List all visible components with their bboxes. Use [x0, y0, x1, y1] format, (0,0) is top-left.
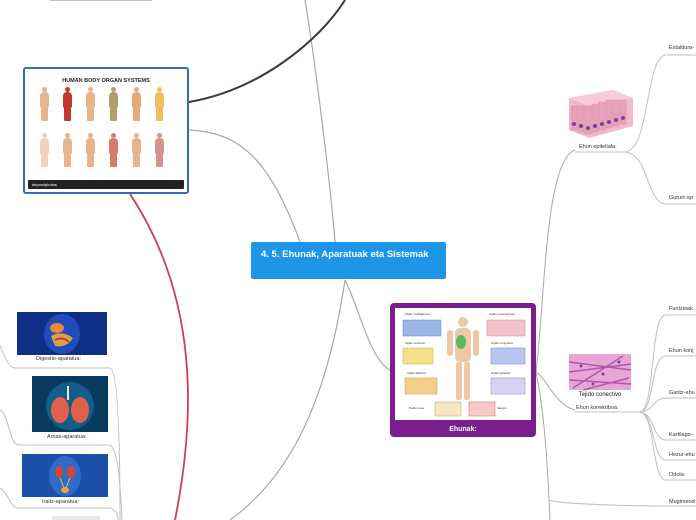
organ-figure-part — [110, 153, 117, 167]
connector-red — [130, 194, 188, 520]
tissue-label-cartilaginoso: Tejido cartilaginoso — [405, 312, 431, 316]
organ-figure-part — [63, 138, 72, 154]
digestio-aparatua-label[interactable]: Digestio-aparatua: — [36, 356, 81, 362]
connector-organ-card — [189, 130, 300, 242]
ehun-konektiboa-label[interactable]: Ehun konektiboa: — [576, 405, 619, 411]
tissue-label-sangre: Sangre — [497, 406, 507, 410]
connector-ehunak — [345, 280, 390, 370]
organ-figure — [108, 133, 119, 167]
excretory-system-image — [22, 454, 108, 497]
funtzioak-label[interactable]: Funtzioak — [669, 306, 693, 312]
respiratory-system-image — [32, 376, 108, 432]
organ-figure-part — [156, 107, 163, 121]
connector-top-dark — [189, 0, 345, 102]
excretory-system-svg — [22, 454, 108, 497]
ehunak-card[interactable]: Tejido cartilaginoso Tejido muscular lis… — [390, 303, 536, 437]
connector-bottom-grey — [230, 280, 345, 520]
organ-figure — [85, 133, 96, 167]
organ-figure-part — [156, 153, 163, 167]
tissue-label-nervioso: Tejido nervioso — [405, 341, 425, 345]
organ-systems-title: HUMAN BODY ORGAN SYSTEMS — [25, 78, 187, 84]
organ-card-footer-text: depositphotos — [32, 182, 57, 187]
organ-figure-part — [86, 92, 95, 108]
connector-top-grey — [305, 0, 335, 242]
organ-figure — [154, 87, 165, 121]
organ-figure-part — [64, 107, 71, 121]
organ-figure-part — [86, 138, 95, 154]
connector-funtzioak — [640, 315, 665, 412]
tissue-label-conjuntivo: Tejido conjuntivo — [491, 341, 513, 345]
tejido-conectivo-caption: Tejido conectivo — [563, 392, 637, 398]
organ-figure — [39, 87, 50, 121]
arnas-aparatua-label[interactable]: Arnas-aparatua: — [47, 434, 86, 440]
tissue-label-adiposo: Tejido adiposo — [407, 371, 426, 375]
organ-card-footer: depositphotos — [28, 180, 184, 189]
organ-figure-part — [87, 153, 94, 167]
connector-hezur — [640, 412, 665, 460]
connector-muscle — [536, 372, 550, 520]
connector-mugimend — [550, 500, 665, 506]
central-topic[interactable]: 4. 5. Ehunak, Aparatuak eta Sistemak — [251, 242, 446, 279]
tissue-label-epitelial: Tejido epitelial — [491, 371, 510, 375]
tissues-diagram-image: Tejido cartilaginoso Tejido muscular lis… — [395, 308, 531, 420]
organ-systems-card[interactable]: HUMAN BODY ORGAN SYSTEMS depositphotos — [23, 67, 189, 194]
organ-figure — [131, 133, 142, 167]
organ-figure — [62, 87, 73, 121]
epithelial-tissue-image — [563, 86, 637, 141]
tissue-label-oseo: Tejido óseo — [409, 406, 424, 410]
estaldura-label[interactable]: Estaldura- — [669, 45, 694, 51]
organ-figure — [62, 133, 73, 167]
ehun-epiteliala-label[interactable]: Ehun epiteliala: — [579, 144, 617, 150]
organ-figure-part — [155, 92, 164, 108]
partial-image-bottom — [52, 516, 100, 520]
digestive-system-svg — [17, 312, 107, 355]
organ-figure-part — [40, 138, 49, 154]
organ-figure-part — [133, 107, 140, 121]
organ-figure — [85, 87, 96, 121]
tissues-diagram-svg — [395, 308, 531, 420]
organ-figure-part — [41, 153, 48, 167]
organ-figure — [154, 133, 165, 167]
organ-figure-part — [155, 138, 164, 154]
organ-figure — [39, 133, 50, 167]
tissue-label-muscular: Tejido muscular liso — [489, 312, 515, 316]
connector-guruin — [625, 152, 665, 204]
respiratory-system-svg — [32, 376, 108, 432]
organ-figure-part — [110, 107, 117, 121]
connector-epitelial — [536, 150, 575, 372]
organ-figure-part — [87, 107, 94, 121]
organ-figure-part — [132, 92, 141, 108]
gantz-ehu-label[interactable]: Gantz-ehu — [669, 390, 695, 396]
organ-figure-part — [109, 138, 118, 154]
connective-tissue-image: Tejido conectivo — [563, 350, 637, 402]
iraitz-aparatua-label[interactable]: Iraitz-aparatua: — [42, 499, 79, 505]
hezur-ehu-label[interactable]: Hezur-ehu — [669, 452, 695, 458]
ehun-konj-label[interactable]: Ehun konj — [669, 348, 693, 354]
organ-figure — [108, 87, 119, 121]
organ-figure-part — [64, 153, 71, 167]
organ-figure-part — [63, 92, 72, 108]
mugimend-label[interactable]: Mugimend — [669, 499, 695, 505]
central-topic-title: 4. 5. Ehunak, Aparatuak eta Sistemak — [261, 249, 429, 260]
ehunak-card-title: Ehunak: — [390, 426, 536, 433]
kartilago-label[interactable]: Kartilago- — [669, 432, 693, 438]
organ-figure-part — [109, 92, 118, 108]
digestive-system-image — [17, 312, 107, 355]
epithelial-tissue-svg — [563, 86, 637, 141]
organ-figure-part — [40, 92, 49, 108]
connector-odola — [640, 412, 665, 480]
organ-figure-part — [132, 138, 141, 154]
odola-label[interactable]: Odola: — [669, 472, 685, 478]
organ-figure-part — [133, 153, 140, 167]
guruin-ep-label[interactable]: Guruin ep — [669, 195, 693, 201]
organ-figure — [131, 87, 142, 121]
organ-figure-part — [41, 107, 48, 121]
connector-kartilago — [640, 412, 665, 440]
